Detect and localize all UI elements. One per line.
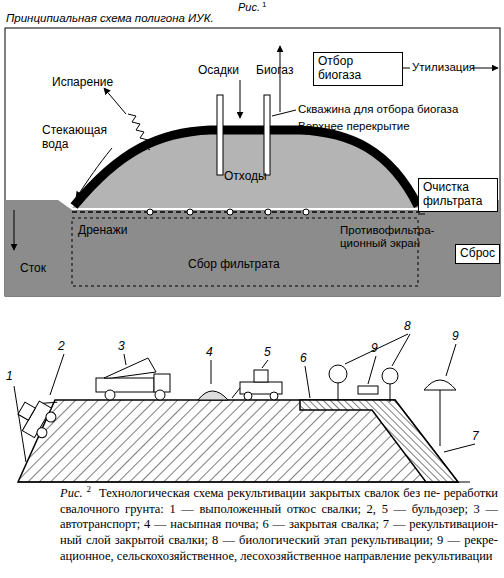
figure-label: Рис. — [238, 1, 260, 14]
callout-number: 6 — [300, 352, 307, 366]
callout-number: 9 — [371, 342, 378, 356]
callout-number: 2 — [58, 340, 65, 354]
callout-number: 8 — [404, 320, 411, 334]
part-label: Верхнее перекрытие — [298, 120, 410, 133]
figure-number: 2 — [87, 484, 92, 494]
part-label: Осадки — [198, 64, 239, 78]
callout-number: 9 — [452, 330, 459, 344]
part-label: Скважина для отбора биогаза — [298, 103, 458, 116]
box-text: Отбор биогаза — [318, 54, 361, 82]
caption-block: Рис. 2Технологическая схема рекультивации… — [60, 484, 498, 564]
callout-number: 4 — [206, 346, 213, 360]
callout-number: 7 — [472, 430, 479, 444]
part-label: Сбор фильтрата — [188, 258, 280, 272]
figure-label: Рис. — [60, 486, 83, 500]
part-label: Дренажи — [78, 224, 128, 238]
part-label: Утилизация — [412, 61, 475, 74]
box-text: Сброс — [460, 246, 495, 260]
process-box: Сброс — [455, 244, 500, 264]
part-label: Испарение — [52, 76, 113, 90]
caption-text: Технологическая схема рекультивации закр… — [60, 486, 498, 563]
callout-number: 5 — [264, 346, 271, 360]
part-label: Противофильтра- ционный экран — [340, 224, 450, 250]
part-label: Сток — [20, 262, 46, 276]
figure-number: 1 — [262, 0, 266, 9]
part-label: Биогаз — [256, 64, 293, 78]
callout-number: 3 — [118, 340, 125, 354]
process-box: Отбор биогаза — [313, 52, 403, 86]
figure-title: Принципиальная схема полигона ИУК. — [6, 12, 214, 25]
process-box: Очистка фильтрата — [418, 178, 498, 212]
callout-number: 1 — [6, 370, 13, 384]
part-label: Отходы — [224, 170, 267, 184]
box-text: Очистка фильтрата — [423, 180, 483, 208]
part-label: Стекающая вода — [42, 124, 122, 152]
